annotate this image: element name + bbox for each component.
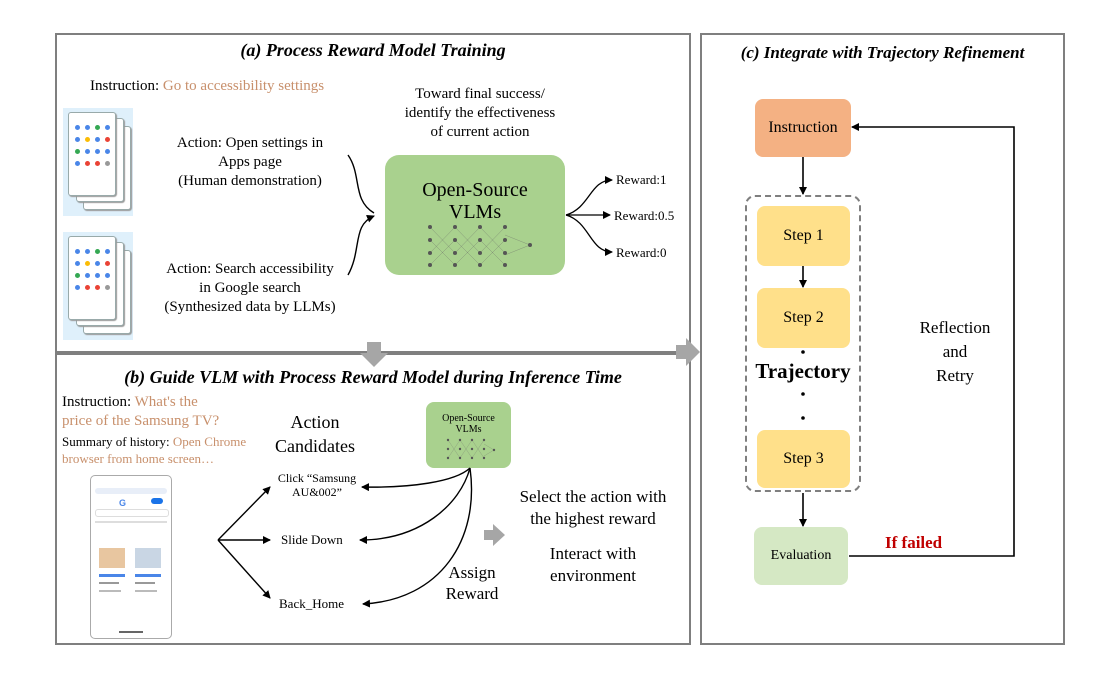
screenshot-stack-1 xyxy=(63,108,133,216)
select-line-2: the highest reward xyxy=(530,509,656,528)
vlm-a-line-2: VLMs xyxy=(448,201,502,223)
candidate-click-samsung: Click “Samsung AU&002” xyxy=(272,471,362,499)
reward-0: Reward:0 xyxy=(616,245,667,260)
neural-network-icon xyxy=(428,225,532,267)
panel-a-instruction: Instruction: Go to accessibility setting… xyxy=(90,77,324,96)
vlm-box-a: Open-Source VLMs xyxy=(385,155,565,275)
assign-line-2: Reward xyxy=(445,584,499,603)
summary-label: Summary of history: xyxy=(62,434,170,449)
summary-of-history: Summary of history: Open Chrome browser … xyxy=(62,433,246,467)
vlm-b-line-2: VLMs xyxy=(455,424,482,435)
action-2-line-3: (Synthesized data by LLMs) xyxy=(164,299,336,315)
screenshot-stack-2 xyxy=(63,232,133,340)
action-2-line-2: in Google search xyxy=(199,280,301,296)
reflection-line-3: Retry xyxy=(936,366,974,385)
step-1-box: Step 1 xyxy=(757,206,850,266)
candidate-1-line-1: Click “Samsung xyxy=(277,471,357,485)
candidate-slide-down: Slide Down xyxy=(281,532,343,547)
summary-text-2: browser from home screen… xyxy=(62,451,214,466)
summary-text-1: Open Chrome xyxy=(172,434,247,449)
panel-c xyxy=(700,33,1065,645)
action-1-line-2: Apps page xyxy=(218,154,282,170)
reflection-retry-label: Reflection and Retry xyxy=(905,316,1005,388)
instruction-label: Instruction: xyxy=(90,78,160,94)
screen-front xyxy=(68,112,116,196)
action-1-label: Action: Open settings in Apps page (Huma… xyxy=(145,134,355,191)
neural-network-icon xyxy=(446,438,496,460)
vlm-a-line-1: Open-Source xyxy=(422,179,528,201)
step-3-box: Step 3 xyxy=(757,430,850,488)
candidates-line-2: Candidates xyxy=(275,436,355,456)
reflection-line-1: Reflection xyxy=(919,318,991,337)
panel-b-instruction: Instruction: What's the price of the Sam… xyxy=(62,393,219,431)
action-1-line-3: (Human demonstration) xyxy=(178,173,322,189)
assign-reward-label: Assign Reward xyxy=(432,562,512,604)
reflection-line-2: and xyxy=(942,342,968,361)
reward-1: Reward:1 xyxy=(616,172,667,187)
evaluation-box: Evaluation xyxy=(754,527,848,585)
if-failed-label: If failed xyxy=(885,533,943,552)
screen-front xyxy=(68,236,116,320)
interact-line-1: Interact with xyxy=(549,544,637,563)
instruction-box: Instruction xyxy=(755,99,851,157)
instruction-text: Go to accessibility settings xyxy=(162,78,325,94)
action-2-line-1: Action: Search accessibility xyxy=(166,261,334,277)
candidates-line-1: Action xyxy=(290,412,340,432)
interact-line-2: environment xyxy=(550,566,636,585)
action-2-label: Action: Search accessibility in Google s… xyxy=(140,260,360,317)
interact-text: Interact with environment xyxy=(505,543,681,587)
select-line-1: Select the action with xyxy=(519,487,667,506)
panel-a-title: (a) Process Reward Model Training xyxy=(240,40,506,60)
b-instruction-text-2: price of the Samsung TV? xyxy=(62,413,220,429)
panel-c-title: (c) Integrate with Trajectory Refinement xyxy=(740,43,1025,62)
reward-0-5: Reward:0.5 xyxy=(614,208,675,223)
toward-line-1: Toward final success/ xyxy=(415,86,545,102)
b-instruction-text-1: What's the xyxy=(134,394,198,410)
candidate-1-line-2: AU&002” xyxy=(292,485,342,499)
vlm-box-b: Open-Source VLMs xyxy=(426,402,511,468)
assign-line-1: Assign xyxy=(448,563,496,582)
toward-line-2: identify the effectiveness xyxy=(404,105,556,121)
trajectory-label: Trajectory xyxy=(755,359,851,383)
toward-line-3: of current action xyxy=(430,124,530,140)
select-action-text: Select the action with the highest rewar… xyxy=(505,486,681,530)
b-instruction-label: Instruction: xyxy=(62,394,132,410)
toward-success-note: Toward final success/ identify the effec… xyxy=(370,85,590,142)
action-candidates-label: Action Candidates xyxy=(270,410,360,458)
panel-b-title: (b) Guide VLM with Process Reward Model … xyxy=(124,367,622,387)
step-2-box: Step 2 xyxy=(757,288,850,348)
action-1-line-1: Action: Open settings in xyxy=(176,135,324,151)
phone-screenshot: G xyxy=(90,475,172,639)
vlm-b-line-1: Open-Source xyxy=(442,413,495,424)
candidate-back-home: Back_Home xyxy=(279,596,344,611)
